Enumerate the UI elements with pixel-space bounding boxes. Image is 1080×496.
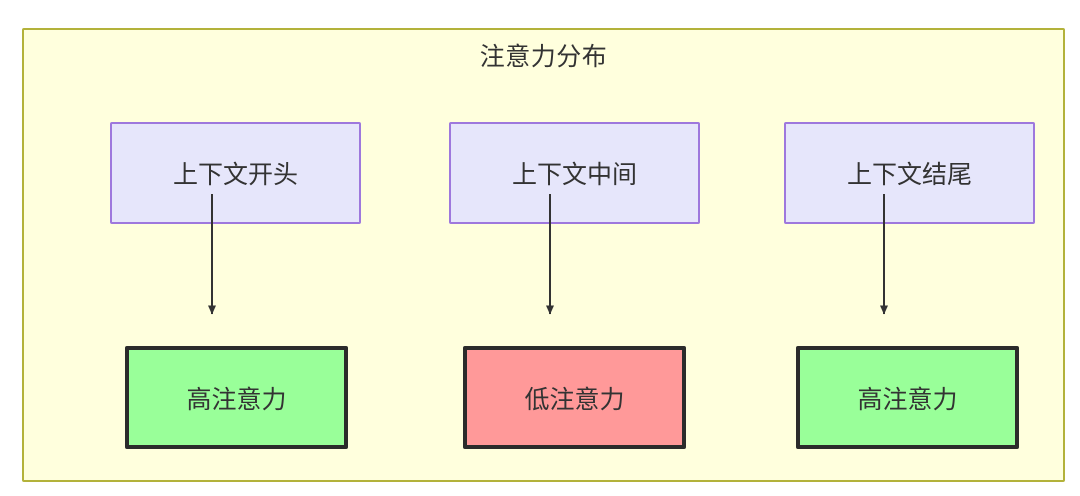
node-context-middle[interactable]: 上下文中间 — [449, 122, 700, 224]
node-context-start[interactable]: 上下文开头 — [110, 122, 361, 224]
node-high-attention-start[interactable]: 高注意力 — [125, 346, 348, 449]
diagram-title: 注意力分布 — [479, 43, 608, 71]
node-high-attention-end[interactable]: 高注意力 — [796, 346, 1019, 449]
node-context-end[interactable]: 上下文结尾 — [784, 122, 1035, 224]
attention-distribution-group: 注意力分布 上下文开头 上下文中间 上下文结尾 高注意力 低注意力 高注意力 — [22, 28, 1065, 482]
node-low-attention-middle[interactable]: 低注意力 — [463, 346, 686, 449]
